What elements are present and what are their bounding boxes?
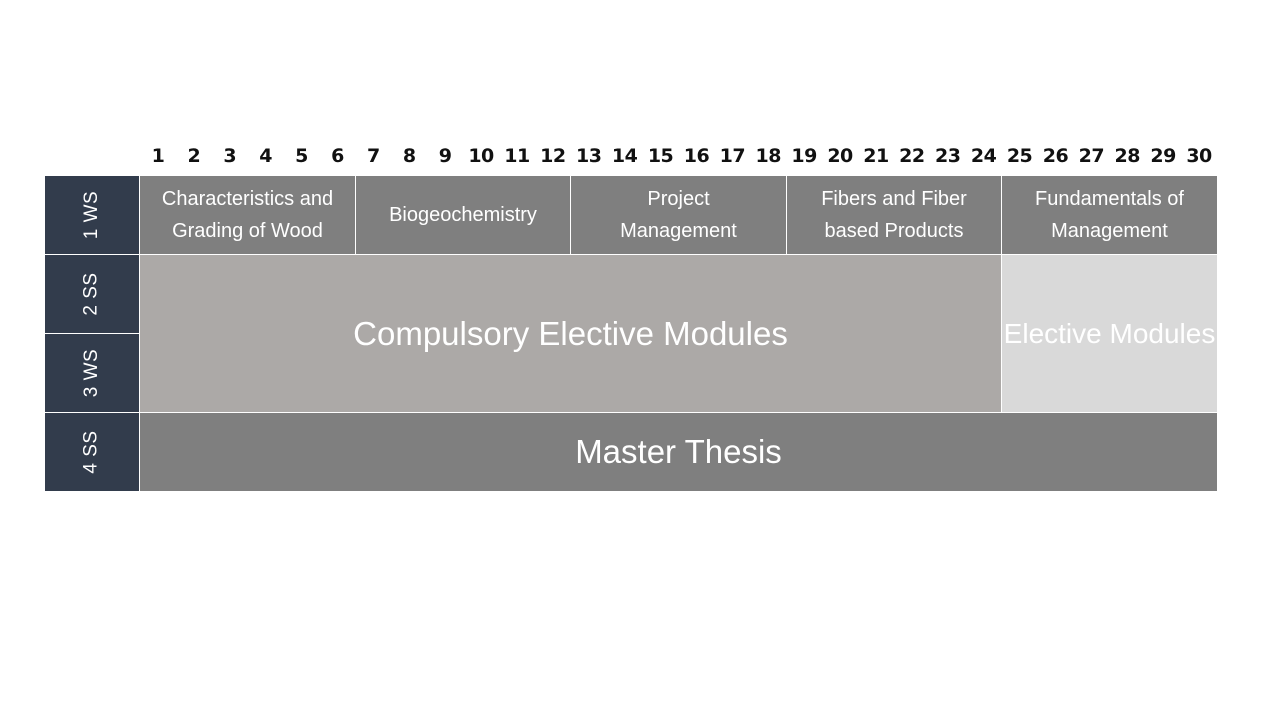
credit-point-26: 26	[1042, 145, 1069, 167]
credit-point-24: 24	[970, 145, 997, 167]
credit-point-18: 18	[755, 145, 782, 167]
semester-label-3: 3 WS	[45, 334, 139, 412]
module-biogeochemistry: Biogeochemistry	[356, 176, 570, 254]
semester-label-4: 4 SS	[45, 413, 139, 491]
semester-label-2-text: 2 SS	[80, 272, 102, 316]
semester-label-2: 2 SS	[45, 255, 139, 333]
credit-point-11: 11	[504, 145, 530, 167]
semester-label-1-text: 1 WS	[80, 190, 102, 240]
credit-point-3: 3	[223, 145, 237, 167]
credit-point-14: 14	[611, 145, 638, 167]
module-elective-modules: Elective Modules	[1002, 255, 1217, 412]
credit-point-29: 29	[1150, 145, 1176, 167]
credit-point-15: 15	[647, 145, 674, 167]
credit-point-13: 13	[576, 145, 602, 167]
credit-point-4: 4	[259, 145, 272, 167]
credit-point-8: 8	[402, 145, 416, 167]
credit-point-21: 21	[863, 145, 889, 167]
module-compulsory-elective-modules: Compulsory Elective Modules	[140, 255, 1001, 412]
credit-point-7: 7	[366, 145, 380, 167]
credit-point-2: 2	[187, 145, 201, 167]
credit-point-30: 30	[1186, 145, 1212, 167]
module-fibers-and-fiber-based-products: Fibers and Fiber based Products	[787, 176, 1001, 254]
credit-point-22: 22	[899, 145, 925, 167]
credit-point-20: 20	[827, 145, 853, 167]
credit-point-9: 9	[438, 145, 452, 167]
semester-label-3-text: 3 WS	[80, 348, 102, 398]
module-characteristics-and-grading-of-wood: Characteristics and Grading of Wood	[140, 176, 355, 254]
module-master-thesis: Master Thesis	[140, 413, 1217, 491]
credit-point-23: 23	[935, 145, 961, 167]
module-fundamentals-of-management: Fundamentals of Management	[1002, 176, 1217, 254]
credit-point-27: 27	[1078, 145, 1105, 167]
credit-point-28: 28	[1114, 145, 1141, 167]
credit-point-17: 17	[719, 145, 746, 167]
credit-point-10: 10	[468, 145, 494, 167]
semester-label-1: 1 WS	[45, 176, 139, 254]
credit-point-25: 25	[1006, 145, 1033, 167]
module-project-management: Project Management	[571, 176, 786, 254]
credit-point-12: 12	[540, 145, 566, 167]
credit-point-6: 6	[331, 145, 344, 167]
credit-point-19: 19	[791, 145, 817, 167]
credit-point-5: 5	[295, 145, 308, 167]
credit-point-16: 16	[683, 145, 710, 167]
semester-label-4-text: 4 SS	[80, 430, 102, 474]
credit-point-1: 1	[151, 145, 165, 167]
